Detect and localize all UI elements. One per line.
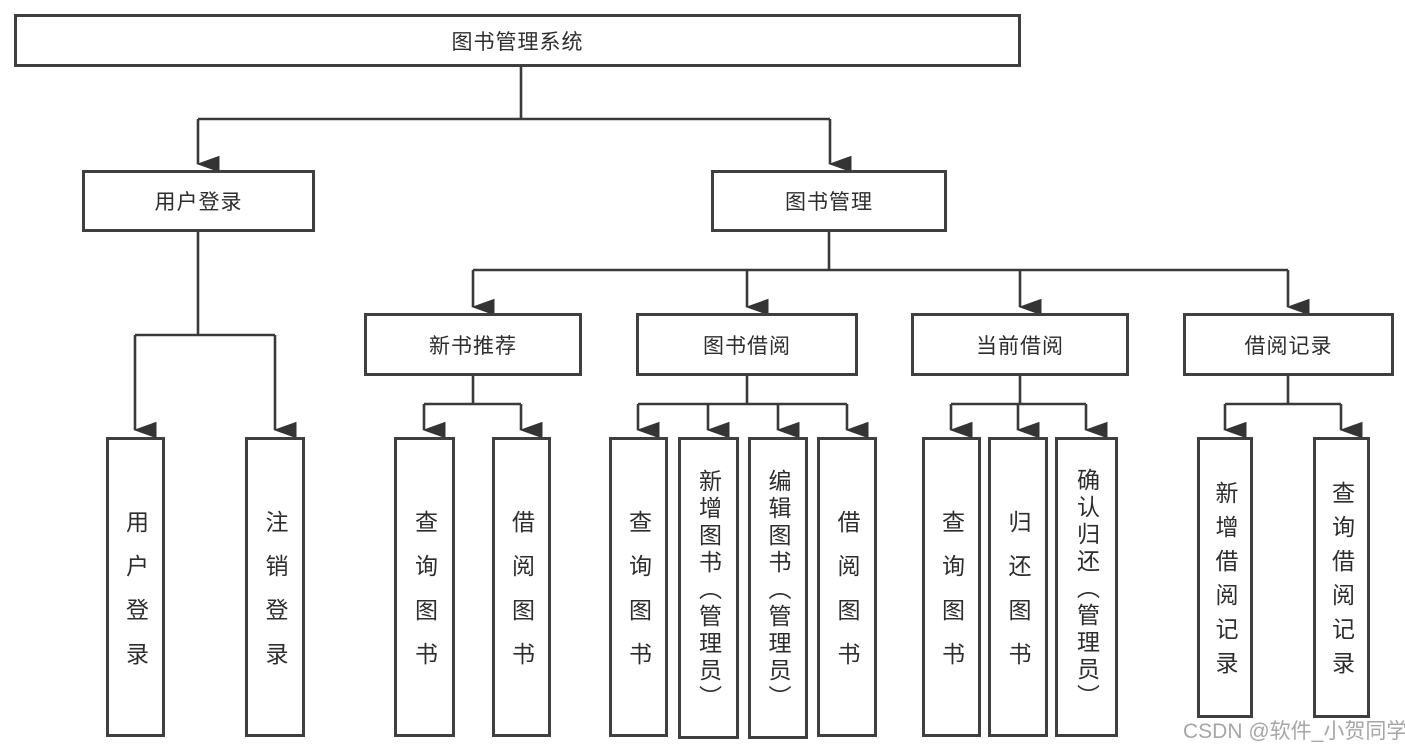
leaf-add-books-admin: 新增图书（管理员） — [678, 437, 739, 739]
node-root-system: 图书管理系统 — [14, 14, 1021, 67]
node-current-borrow: 当前借阅 — [911, 313, 1129, 376]
leaf-query-books-current: 查询图书 — [922, 437, 981, 737]
leaf-edit-books-admin: 编辑图书（管理员） — [748, 437, 808, 739]
node-new-book-recommend: 新书推荐 — [364, 313, 582, 376]
node-borrow-records: 借阅记录 — [1183, 313, 1394, 376]
csdn-watermark: CSDN @软件_小贺同学 — [1183, 720, 1405, 743]
leaf-logout: 注销登录 — [245, 437, 305, 737]
leaf-add-borrow-record: 新增借阅记录 — [1197, 437, 1253, 718]
leaf-borrow-books-recommend: 借阅图书 — [492, 437, 551, 737]
node-user-login: 用户登录 — [82, 170, 315, 232]
leaf-confirm-return-admin: 确认归还（管理员） — [1055, 437, 1118, 737]
leaf-query-borrow-record: 查询借阅记录 — [1313, 437, 1370, 718]
leaf-user-login: 用户登录 — [106, 437, 165, 737]
leaf-return-books: 归还图书 — [988, 437, 1048, 737]
leaf-borrow-books: 借阅图书 — [817, 437, 877, 737]
leaf-query-books-borrow: 查询图书 — [609, 437, 668, 737]
node-book-borrow: 图书借阅 — [636, 313, 858, 376]
leaf-query-books-recommend: 查询图书 — [394, 437, 455, 737]
node-book-management: 图书管理 — [711, 170, 947, 232]
